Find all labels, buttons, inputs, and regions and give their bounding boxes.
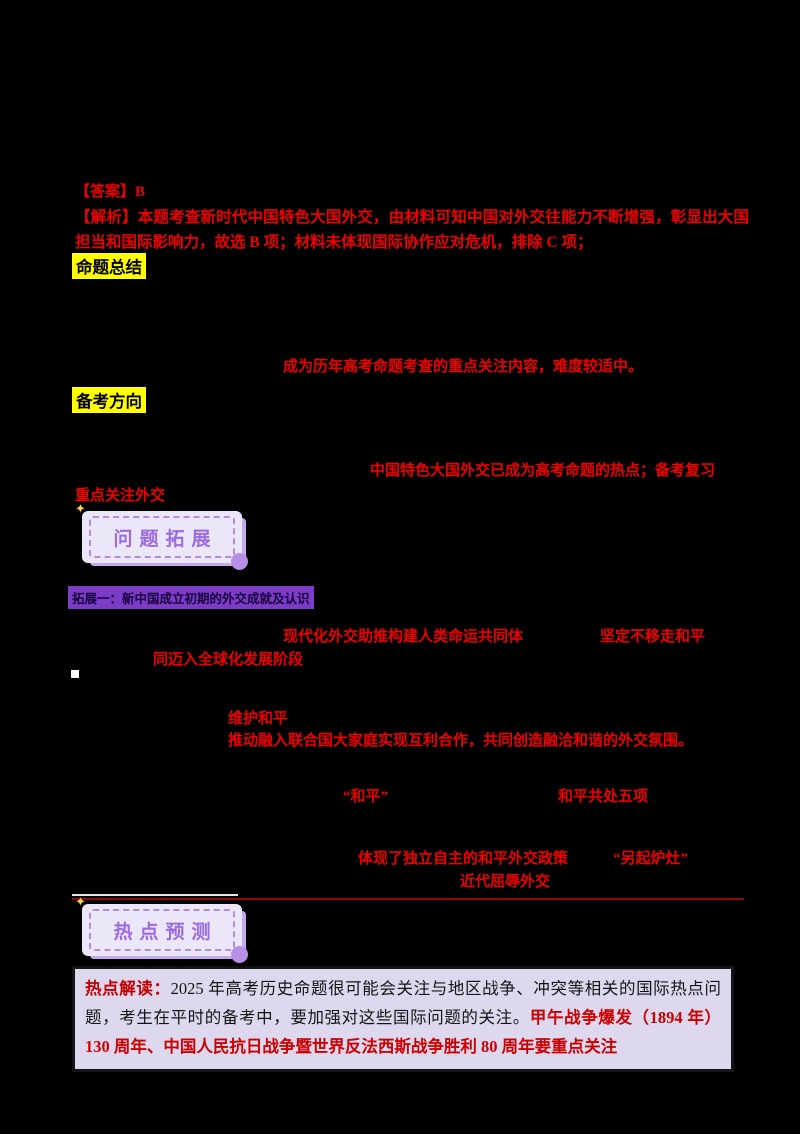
red-rule <box>72 898 744 900</box>
answer-text: 【答案】B <box>75 184 146 200</box>
predict-badge-frame: 热点预测 <box>89 909 235 951</box>
expand-badge: ✦ 问题拓展 <box>75 502 248 570</box>
hotspot-box: 热点解读：2025 年高考历史命题很可能会关注与地区战争、冲突等相关的国际热点问… <box>72 966 734 1072</box>
predict-badge-label: 热点预测 <box>113 921 218 943</box>
fragment-9: “另起炉灶” <box>613 851 689 867</box>
white-rule <box>72 894 238 896</box>
direction-highlight-1: 中国特色大国外交已成为高考命题的热点；备考复习 <box>370 463 716 479</box>
sparkle-icon: ✦ <box>75 501 86 516</box>
predict-badge: ✦ 热点预测 <box>75 895 248 963</box>
fragment-7: 和平共处五项 <box>558 789 649 805</box>
hotspot-label: 热点解读： <box>85 979 171 998</box>
expand-badge-frame: 问题拓展 <box>89 516 235 558</box>
hotspot-body: 2025 年高考历史命题很可能会关注与地区战争、冲突等相关的国际热点问题，考生在… <box>85 979 722 1027</box>
fragment-3: 同迈入全球化发展阶段 <box>153 652 304 668</box>
fragment-6: “和平” <box>343 789 389 805</box>
fragment-4: 维护和平 <box>228 711 289 727</box>
fragment-1: 现代化外交助推构建人类命运共同体 <box>283 629 524 645</box>
summary-highlight: 成为历年高考命题考查的重点关注内容，难度较适中。 <box>283 359 644 375</box>
fragment-5: 推动融入联合国大家庭实现互利合作，共同创造融洽和谐的外交氛围。 <box>228 733 694 749</box>
section-label-direction: 备考方向 <box>72 387 146 413</box>
fragment-10: 近代屈辱外交 <box>460 874 551 890</box>
expand-heading: 拓展一：新中国成立初期的外交成就及认识 <box>68 586 314 609</box>
fragment-8: 体现了独立自主的和平外交政策 <box>358 851 569 867</box>
analysis-text: 【解析】本题考查新时代中国特色大国外交，由材料可知中国对外交往能力不断增强，彰显… <box>75 209 749 251</box>
sparkle-icon: ✦ <box>75 894 86 909</box>
bullet-square <box>71 670 79 678</box>
badge-dot-icon <box>231 553 248 570</box>
section-label-summary: 命题总结 <box>72 253 146 279</box>
badge-dot-icon <box>231 946 248 963</box>
direction-highlight-2: 重点关注外交 <box>75 488 166 504</box>
fragment-2: 坚定不移走和平 <box>600 629 706 645</box>
hotspot-emphasis: 甲午战争爆发（1894 年）130 周年、中国人民抗日战争暨世界反法西斯战争胜利… <box>85 1008 722 1056</box>
expand-badge-label: 问题拓展 <box>113 528 218 550</box>
